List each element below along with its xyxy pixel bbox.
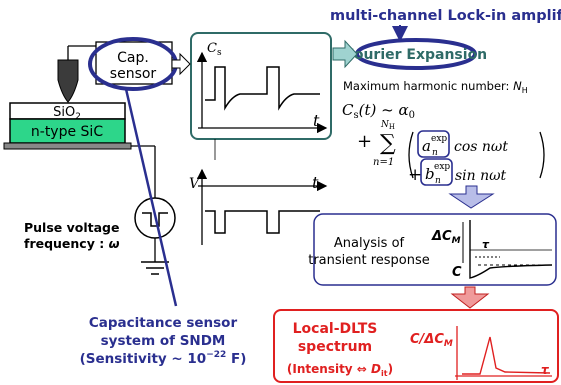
- pulse-label-line1: Pulse voltage: [24, 220, 119, 235]
- cs-plot-frame: [190, 32, 332, 140]
- fourier-label: Fourier Expansion: [345, 47, 487, 63]
- svg-text:+: +: [357, 131, 372, 152]
- svg-text:C/ΔCM: C/ΔCM: [410, 332, 453, 349]
- svg-text:∑: ∑: [380, 131, 396, 156]
- dlts-spectrum-plot: C/ΔCM τ: [410, 326, 552, 380]
- svg-text:V: V: [189, 176, 201, 192]
- analysis-line2: transient response: [308, 253, 430, 268]
- dlts-line1: Local-DLTS: [293, 321, 378, 337]
- lockin-title: multi-channel Lock-in amplifier: [330, 8, 561, 24]
- svg-text:a: a: [422, 137, 431, 155]
- cap-sensor-line1: Cap.: [117, 50, 149, 66]
- fourier-equation: Cs(t) ~ α0 + ∑ NH n=1 a exp n cos nωt + …: [342, 101, 545, 186]
- analysis-down-arrow: [448, 185, 495, 209]
- svg-text:t: t: [312, 173, 319, 192]
- cap-sensor-line2: sensor: [110, 66, 157, 82]
- analysis-box: [313, 213, 557, 286]
- voltage-plot: V t: [189, 168, 328, 245]
- svg-text:t: t: [313, 111, 320, 130]
- dlts-down-arrow: [450, 286, 490, 309]
- svg-text:n: n: [432, 148, 438, 158]
- sic-label: n-type SiC: [31, 124, 103, 140]
- dlts-line3: (Intensity ⇔ Dit): [287, 362, 393, 378]
- cs-waveform: [205, 66, 320, 111]
- voltage-waveform: [205, 210, 320, 234]
- backplate: [3, 142, 132, 150]
- svg-text:cos nωt: cos nωt: [454, 139, 508, 155]
- cs-plot: Cs t: [196, 41, 328, 134]
- svg-text:exp: exp: [434, 162, 450, 172]
- sic-layer: [9, 118, 126, 144]
- svg-text:NH: NH: [380, 120, 395, 131]
- sndm-pointer-line: [124, 88, 178, 307]
- transient-plot: ΔCM C τ: [431, 220, 553, 280]
- svg-text:τ: τ: [541, 363, 549, 377]
- svg-text:Cs: Cs: [207, 41, 222, 58]
- analysis-line1: Analysis of: [334, 236, 405, 251]
- svg-text:sin nωt: sin nωt: [455, 168, 507, 184]
- svg-text:ΔCM: ΔCM: [431, 229, 461, 246]
- sio2-label: SiO2: [53, 105, 81, 122]
- svg-text:exp: exp: [431, 134, 447, 144]
- svg-text:τ: τ: [482, 238, 490, 251]
- probe-tip: [57, 45, 96, 103]
- svg-text:b: b: [425, 165, 435, 183]
- cap-sensor-box: [95, 41, 173, 85]
- svg-text:C: C: [452, 265, 462, 280]
- harmonic-text: Maximum harmonic number: NH: [343, 79, 528, 95]
- dlts-spectrum-curve: [462, 336, 551, 375]
- dlts-box: [273, 309, 559, 383]
- sndm-line1: Capacitance sensor: [89, 315, 238, 331]
- fourier-input-arrow: [332, 39, 358, 69]
- svg-text:Cs(t) ~ α0: Cs(t) ~ α0: [342, 101, 415, 121]
- ground-icon: [141, 261, 169, 275]
- dlts-line2: spectrum: [298, 339, 372, 355]
- cap-sensor-output-arrow: [171, 52, 191, 76]
- svg-text:n: n: [435, 176, 441, 186]
- sndm-line3: (Sensitivity ~ 10−22 F): [80, 350, 247, 367]
- svg-text:+: +: [408, 165, 422, 185]
- sndm-line2: system of SNDM: [101, 333, 226, 349]
- pulse-label-line2: frequency : ω: [24, 236, 120, 251]
- svg-text:n=1: n=1: [373, 157, 394, 168]
